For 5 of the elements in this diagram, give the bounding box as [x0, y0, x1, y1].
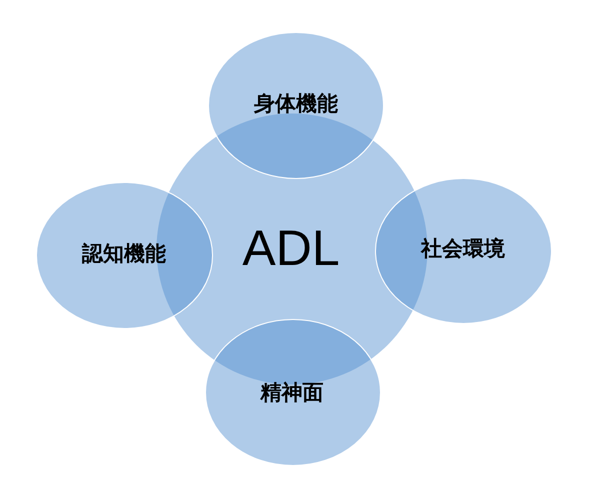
node-label: 身体機能	[254, 94, 338, 114]
node-label: ADL	[242, 223, 340, 273]
node-label: 社会環境	[421, 238, 505, 260]
node-label: 認知機能	[82, 244, 166, 264]
node-label: 精神面	[260, 382, 324, 404]
